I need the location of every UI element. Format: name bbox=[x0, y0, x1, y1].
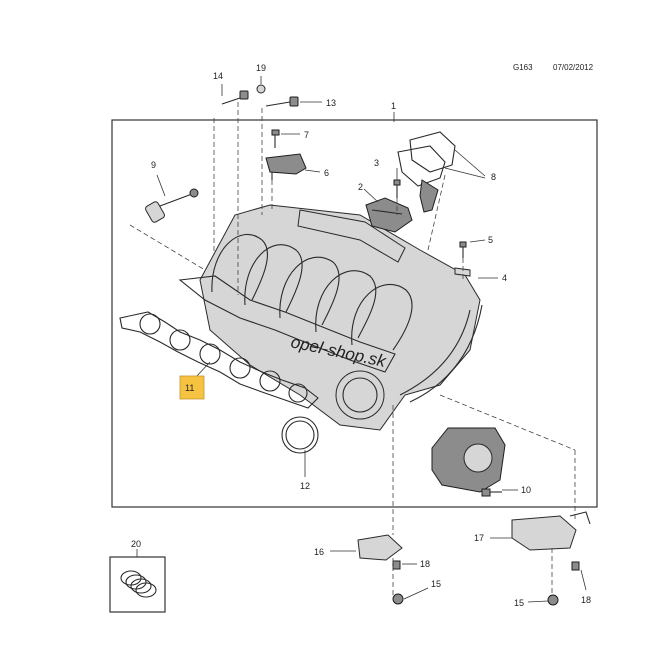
seal-ring-part-12 bbox=[281, 416, 319, 454]
callout-3: 3 bbox=[374, 158, 379, 168]
assembly-frame bbox=[111, 119, 598, 508]
callout-8: 8 bbox=[491, 172, 496, 182]
bolt-part-14 bbox=[221, 90, 249, 105]
manifold-gasket-part-11 bbox=[119, 311, 319, 409]
callout-12: 12 bbox=[300, 481, 310, 491]
callout-11: 11 bbox=[185, 383, 194, 393]
bolt-part-18a bbox=[392, 560, 401, 570]
callout-15a: 15 bbox=[431, 579, 441, 589]
highlight-box-11 bbox=[179, 375, 205, 400]
callout-18b: 18 bbox=[581, 595, 591, 605]
throttle-body-part-10 bbox=[431, 427, 506, 497]
screw-part-5 bbox=[459, 241, 467, 258]
gasket-part-8 bbox=[397, 131, 456, 213]
callout-20: 20 bbox=[131, 539, 141, 549]
clip-part-4 bbox=[454, 267, 471, 277]
nut-part-15a bbox=[392, 593, 404, 605]
callout-16: 16 bbox=[314, 547, 324, 557]
bolt-part-13 bbox=[265, 96, 299, 107]
leader-lines bbox=[136, 76, 587, 603]
callout-10: 10 bbox=[521, 485, 531, 495]
callout-6: 6 bbox=[324, 168, 329, 178]
stud-part-9 bbox=[145, 188, 199, 223]
nut-part-15b bbox=[547, 594, 559, 606]
callout-14: 14 bbox=[213, 71, 223, 81]
callout-7: 7 bbox=[304, 130, 309, 140]
diagram-date: 07/02/2012 bbox=[553, 63, 594, 72]
intake-manifold bbox=[178, 204, 483, 431]
diagram-code: G163 bbox=[513, 63, 533, 72]
callout-labels: 1 2 3 4 5 6 7 8 9 10 11 12 13 14 15 15 1… bbox=[131, 63, 591, 608]
callout-19: 19 bbox=[256, 63, 266, 73]
callout-13: 13 bbox=[326, 98, 336, 108]
bracket-part-16 bbox=[357, 534, 403, 561]
bracket-part-17 bbox=[511, 511, 591, 551]
bolt-part-3 bbox=[393, 179, 401, 198]
screw-part-7 bbox=[271, 129, 280, 148]
dashed-guides bbox=[129, 102, 576, 595]
callout-9: 9 bbox=[151, 160, 156, 170]
callout-2: 2 bbox=[358, 182, 363, 192]
callout-15b: 15 bbox=[514, 598, 524, 608]
sensor-part-6 bbox=[265, 153, 307, 180]
washer-part-19 bbox=[256, 84, 266, 94]
bolt-part-18b bbox=[571, 561, 580, 571]
hose-part-20-inset bbox=[109, 556, 166, 613]
bracket-part-2 bbox=[365, 197, 413, 233]
callout-17: 17 bbox=[474, 533, 484, 543]
callout-5: 5 bbox=[488, 235, 493, 245]
callout-1: 1 bbox=[391, 101, 396, 111]
callout-4: 4 bbox=[502, 273, 507, 283]
callout-18a: 18 bbox=[420, 559, 430, 569]
